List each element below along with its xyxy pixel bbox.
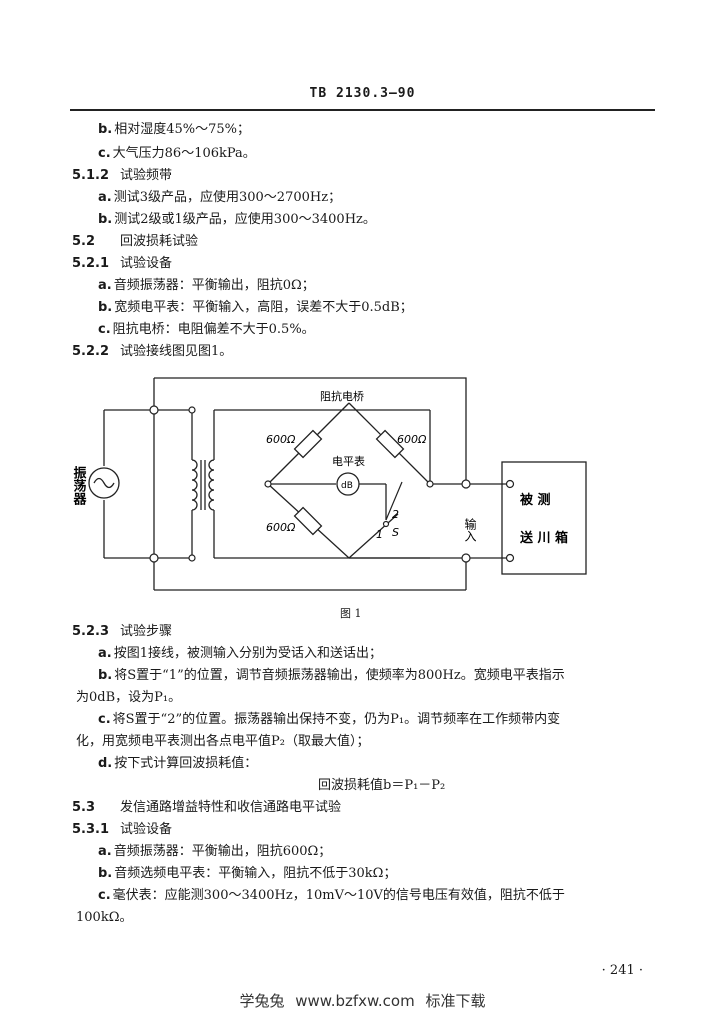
svg-text:600Ω: 600Ω (397, 433, 427, 446)
text-line: c.毫伏表：应能测300～3400Hz，10mV～10V的信号电压有效值，阻抗不… (98, 888, 565, 903)
site-footer: 学兔兔 www.bzfxw.com 标准下载 (239, 992, 486, 1010)
text-line: b.将S置于“1”的位置，调节音频振荡器输出，使频率为800Hz。宽频电平表指示 (98, 668, 565, 683)
formula: 回波损耗值b＝P₁－P₂ (318, 778, 446, 793)
text-line: 100kΩ。 (76, 910, 133, 925)
text-line: c.将S置于“2”的位置。振荡器输出保持不变，仍为P₁。调节频率在工作频带内变 (98, 712, 561, 727)
svg-text:S: S (392, 526, 399, 539)
svg-text:dB: dB (341, 481, 353, 491)
text-line: d.按下式计算回波损耗值： (98, 756, 258, 771)
text-line: a.按图1接线，被测输入分别为受话入和送话出； (98, 646, 382, 661)
text-line: b.相对湿度45%～75%； (98, 122, 251, 137)
text-line: 化，用宽频电平表测出各点电平值P₂（取最大值）； (76, 734, 370, 749)
text-line: a.音频振荡器：平衡输出，阻抗600Ω； (98, 844, 332, 859)
header-rule (70, 109, 655, 111)
svg-text:2: 2 (392, 508, 399, 521)
page-number: · 241 · (601, 963, 643, 978)
text-line: c.大气压力86～106kPa。 (98, 146, 256, 161)
svg-text:600Ω: 600Ω (266, 433, 296, 446)
svg-text:送 川 箱: 送 川 箱 (519, 530, 568, 546)
text-line: b.测试2级或1级产品，应使用300～3400Hz。 (98, 212, 376, 227)
figure-1-circuit-diagram: 阻抗电桥 600Ω 600Ω 600Ω 电平表 dB 2 1 S 输入 被 测 … (71, 377, 587, 591)
svg-text:输入: 输入 (463, 517, 477, 542)
svg-text:电平表: 电平表 (332, 454, 365, 468)
svg-text:被 测: 被 测 (519, 492, 551, 508)
svg-text:600Ω: 600Ω (266, 521, 296, 534)
svg-text:振荡器: 振荡器 (71, 465, 88, 506)
text-line: 为0dB，设为P₁。 (76, 690, 182, 705)
text-line: b.音频选频电平表：平衡输入，阻抗不低于30kΩ； (98, 866, 397, 881)
text-line: c.阻抗电桥：电阻偏差不大于0.5%。 (98, 322, 315, 337)
text-line: a.音频振荡器：平衡输出，阻抗0Ω； (98, 278, 315, 293)
svg-text:1: 1 (376, 528, 383, 541)
document-header: TB 2130.3—90 (309, 86, 416, 101)
figure-caption: 图 1 (340, 607, 362, 620)
svg-text:阻抗电桥: 阻抗电桥 (320, 389, 364, 403)
text-line: a.测试3级产品，应使用300～2700Hz； (98, 190, 342, 205)
text-line: b.宽频电平表：平衡输入，高阻，误差不大于0.5dB； (98, 300, 413, 315)
